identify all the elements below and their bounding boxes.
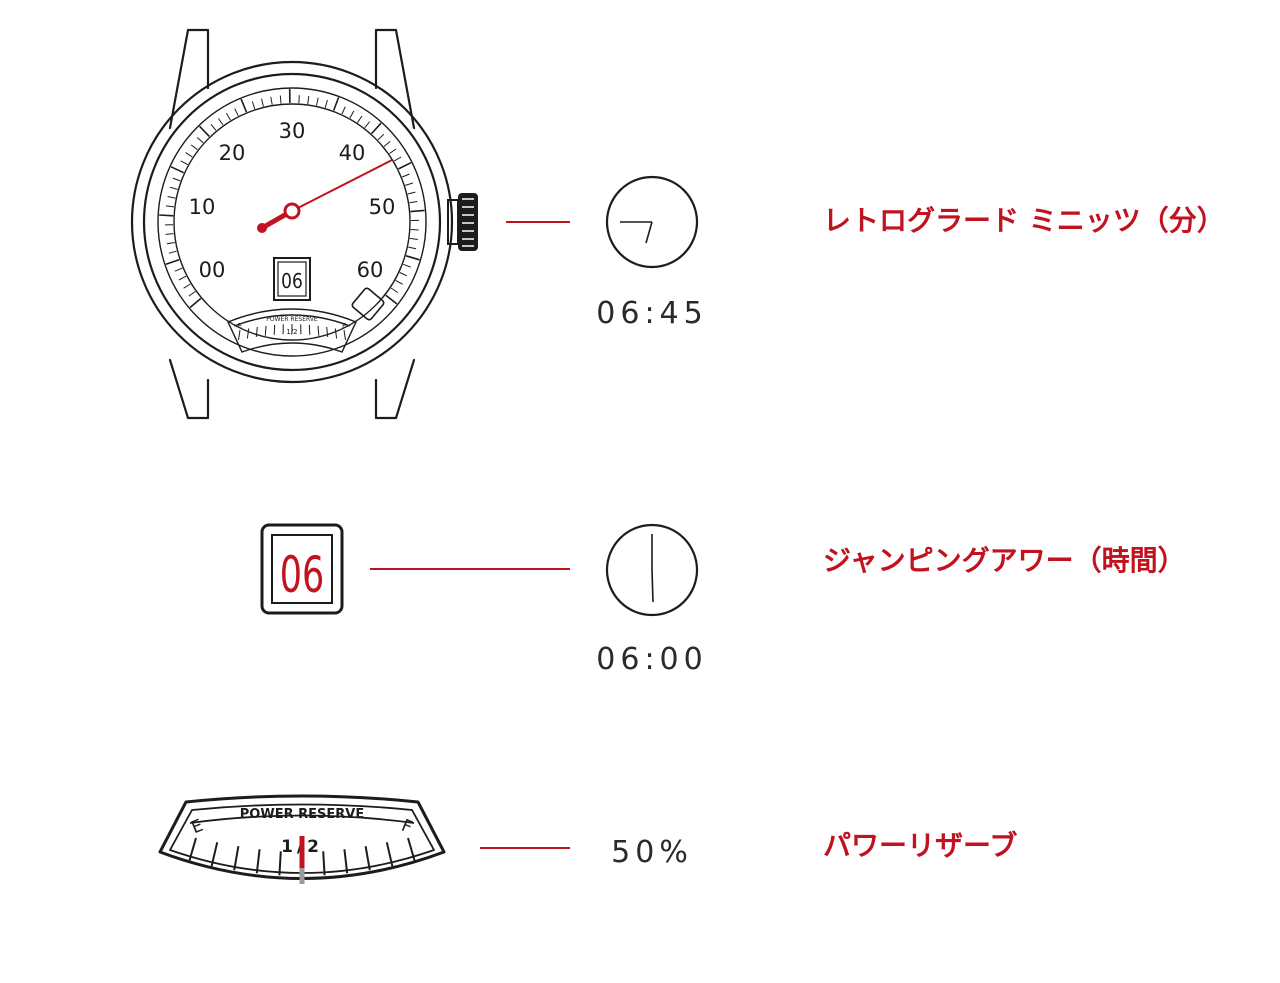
power-reserve-full: F bbox=[398, 816, 415, 838]
power-reserve-gauge: POWER RESERVE E F 1/2 bbox=[158, 794, 446, 884]
lug-top-right bbox=[374, 28, 416, 130]
hour-window: 06 bbox=[273, 257, 311, 301]
mini-pr-full: F bbox=[342, 322, 346, 330]
dial-number-40: 40 bbox=[339, 141, 366, 165]
crown-icon bbox=[447, 193, 478, 251]
dial-minute-ticks bbox=[159, 88, 425, 309]
power-reserve-title: POWER RESERVE bbox=[240, 807, 364, 822]
power-reserve-empty: E bbox=[189, 816, 206, 839]
dial-number-20: 20 bbox=[219, 141, 246, 165]
chapter-ring-inner bbox=[173, 103, 411, 341]
date-aperture bbox=[351, 287, 385, 321]
clock-icon bbox=[605, 175, 699, 269]
mini-power-reserve: POWER RESERVE 1/2 E F bbox=[227, 308, 357, 353]
readout-power-reserve: 50% bbox=[611, 835, 693, 870]
jump-hour-digits: 06 bbox=[280, 547, 325, 605]
dial-number-30: 30 bbox=[279, 119, 306, 143]
lug-top-left bbox=[168, 28, 210, 130]
dial-number-10: 10 bbox=[189, 195, 216, 219]
mini-pr-title: POWER RESERVE bbox=[266, 316, 318, 323]
hour-window-digits: 06 bbox=[281, 271, 303, 294]
dial-number-60: 60 bbox=[357, 258, 384, 282]
label-jumping-hour: ジャンピングアワー（時間） bbox=[823, 544, 1186, 577]
readout-hours: 06:00 bbox=[596, 642, 707, 677]
dial-number-50: 50 bbox=[369, 195, 396, 219]
lug-bottom-right bbox=[374, 358, 416, 420]
mini-pr-half: 1/2 bbox=[286, 328, 297, 336]
chapter-ring-outer bbox=[157, 87, 427, 357]
watch-bezel bbox=[142, 72, 442, 372]
mini-pr-empty: E bbox=[238, 322, 242, 330]
dial-number-00: 00 bbox=[199, 258, 226, 282]
readout-minutes: 06:45 bbox=[596, 296, 707, 331]
jump-hour-window: 06 bbox=[260, 523, 344, 615]
label-retrograde-minutes: レトログラード ミニッツ（分） bbox=[823, 204, 1225, 237]
clock-icon bbox=[605, 523, 699, 617]
watch-illustration: 00 10 20 30 40 50 60 06 POWER RESERVE 1/… bbox=[130, 28, 478, 420]
label-power-reserve: パワーリザーブ bbox=[823, 829, 1017, 862]
watch-case bbox=[130, 60, 454, 384]
lug-bottom-left bbox=[168, 358, 210, 420]
retrograde-minute-hand bbox=[257, 159, 393, 233]
